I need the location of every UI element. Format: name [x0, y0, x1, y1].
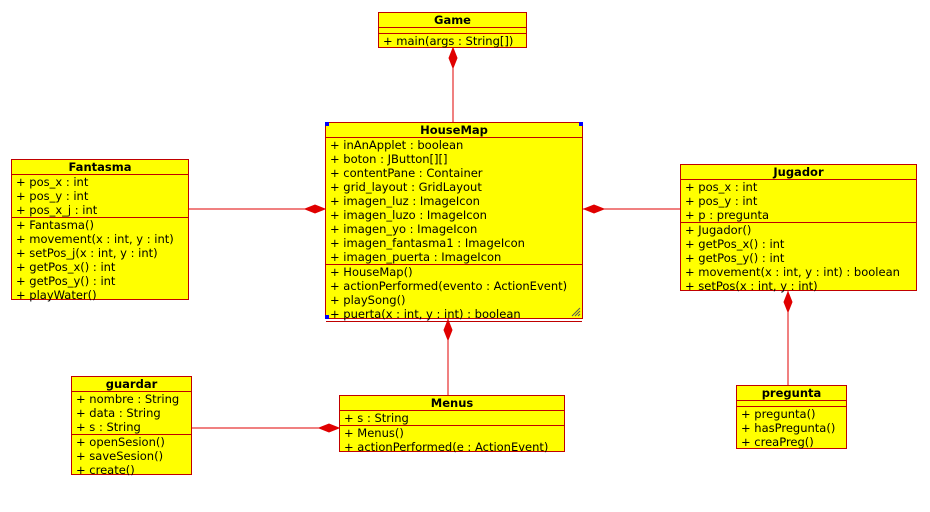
operation: + movement(x : int, y : int) : boolean	[685, 265, 900, 279]
attributes-section	[737, 401, 846, 407]
composition-diamond-icon	[303, 204, 327, 214]
operation: + puerta(x : int, y : int) : boolean	[330, 307, 521, 321]
operations-section: + pregunta()+ hasPregunta()+ creaPreg()	[737, 407, 846, 449]
attribute: + imagen_fantasma1 : ImageIcon	[330, 236, 525, 250]
resize-grip-icon[interactable]	[571, 307, 581, 317]
composition-diamond-icon	[317, 423, 341, 433]
attribute: + p : pregunta	[685, 208, 770, 222]
attribute: + contentPane : Container	[330, 166, 483, 180]
operation: + Jugador()	[685, 223, 752, 237]
attribute: + pos_x_j : int	[16, 203, 98, 217]
operation: + movement(x : int, y : int)	[16, 232, 174, 246]
attribute: + pos_y : int	[685, 194, 758, 208]
class-name: pregunta	[737, 386, 846, 401]
operation: + getPos_x() : int	[685, 237, 785, 251]
attribute: + boton : JButton[][]	[330, 152, 448, 166]
attributes-section: + inAnApplet : boolean+ boton : JButton[…	[326, 138, 582, 265]
operation: + actionPerformed(evento : ActionEvent)	[330, 279, 568, 293]
class-game[interactable]: Game + main(args : String[])	[378, 12, 527, 48]
attribute: + pos_x : int	[685, 180, 758, 194]
operation: + create()	[76, 463, 135, 477]
attribute: + pos_y : int	[16, 189, 89, 203]
class-fantasma[interactable]: Fantasma + pos_x : int+ pos_y : int+ pos…	[11, 159, 189, 302]
class-name: Jugador	[681, 165, 916, 180]
attribute: + s : String	[76, 420, 141, 434]
class-menus[interactable]: Menus + s : String + Menus()+ actionPerf…	[339, 395, 565, 454]
operation: + creaPreg()	[741, 435, 814, 449]
operations-section: + Menus()+ actionPerformed(e : ActionEve…	[340, 426, 564, 454]
class-name: HouseMap	[326, 123, 582, 138]
operation: + getPos_y() : int	[685, 251, 785, 265]
attribute: + pos_x : int	[16, 175, 89, 189]
attribute: + imagen_puerta : ImageIcon	[330, 250, 502, 264]
operation: + Fantasma()	[16, 218, 94, 232]
class-pregunta[interactable]: pregunta + pregunta()+ hasPregunta()+ cr…	[736, 385, 847, 449]
operation: + playSong()	[330, 293, 406, 307]
attributes-section: + s : String	[340, 411, 564, 426]
attribute: + grid_layout : GridLayout	[330, 180, 482, 194]
operation: + saveSesion()	[76, 449, 164, 463]
attribute: + imagen_luz : ImageIcon	[330, 194, 480, 208]
selection-handle[interactable]	[325, 315, 329, 319]
operation: + pregunta()	[741, 407, 816, 421]
operations-section: + Jugador()+ getPos_x() : int+ getPos_y(…	[681, 223, 916, 293]
selection-handle[interactable]	[579, 122, 583, 126]
operation: + Menus()	[344, 426, 404, 440]
composition-diamond-icon	[448, 46, 458, 70]
operations-section: + main(args : String[])	[379, 34, 526, 48]
attributes-section: + nombre : String+ data : String+ s : St…	[72, 392, 191, 435]
attribute: + imagen_yo : ImageIcon	[330, 222, 478, 236]
selection-handle[interactable]	[325, 122, 329, 126]
class-name: Fantasma	[12, 160, 188, 175]
attribute: + inAnApplet : boolean	[330, 138, 464, 152]
class-guardar[interactable]: guardar + nombre : String+ data : String…	[71, 376, 192, 477]
composition-diamond-icon	[443, 318, 453, 342]
class-name: guardar	[72, 377, 191, 392]
composition-diamond-icon	[783, 290, 793, 314]
operation: + openSesion()	[76, 435, 165, 449]
attribute: + imagen_luzo : ImageIcon	[330, 208, 487, 222]
operation: + main(args : String[])	[383, 34, 514, 48]
operation: + HouseMap()	[330, 265, 413, 279]
operations-section: + Fantasma()+ movement(x : int, y : int)…	[12, 218, 188, 302]
operations-section: + openSesion()+ saveSesion()+ create()	[72, 435, 191, 477]
operations-section: + HouseMap()+ actionPerformed(evento : A…	[326, 265, 582, 322]
class-name: Game	[379, 13, 526, 28]
operation: + setPos_j(x : int, y : int)	[16, 246, 158, 260]
attribute: + data : String	[76, 406, 161, 420]
attributes-section	[379, 28, 526, 34]
class-jugador[interactable]: Jugador + pos_x : int+ pos_y : int+ p : …	[680, 164, 917, 293]
attribute: + s : String	[344, 411, 409, 425]
operation: + getPos_y() : int	[16, 274, 116, 288]
operation: + hasPregunta()	[741, 421, 836, 435]
class-housemap[interactable]: HouseMap + inAnApplet : boolean+ boton :…	[325, 122, 583, 322]
operation: + setPos(x : int, y : int)	[685, 279, 818, 293]
operation: + playWater()	[16, 288, 97, 302]
attribute: + nombre : String	[76, 392, 180, 406]
attributes-section: + pos_x : int+ pos_y : int+ p : pregunta	[681, 180, 916, 223]
composition-diamond-icon	[582, 204, 606, 214]
operation: + actionPerformed(e : ActionEvent)	[344, 440, 549, 454]
class-name: Menus	[340, 396, 564, 411]
operation: + getPos_x() : int	[16, 260, 116, 274]
attributes-section: + pos_x : int+ pos_y : int+ pos_x_j : in…	[12, 175, 188, 218]
